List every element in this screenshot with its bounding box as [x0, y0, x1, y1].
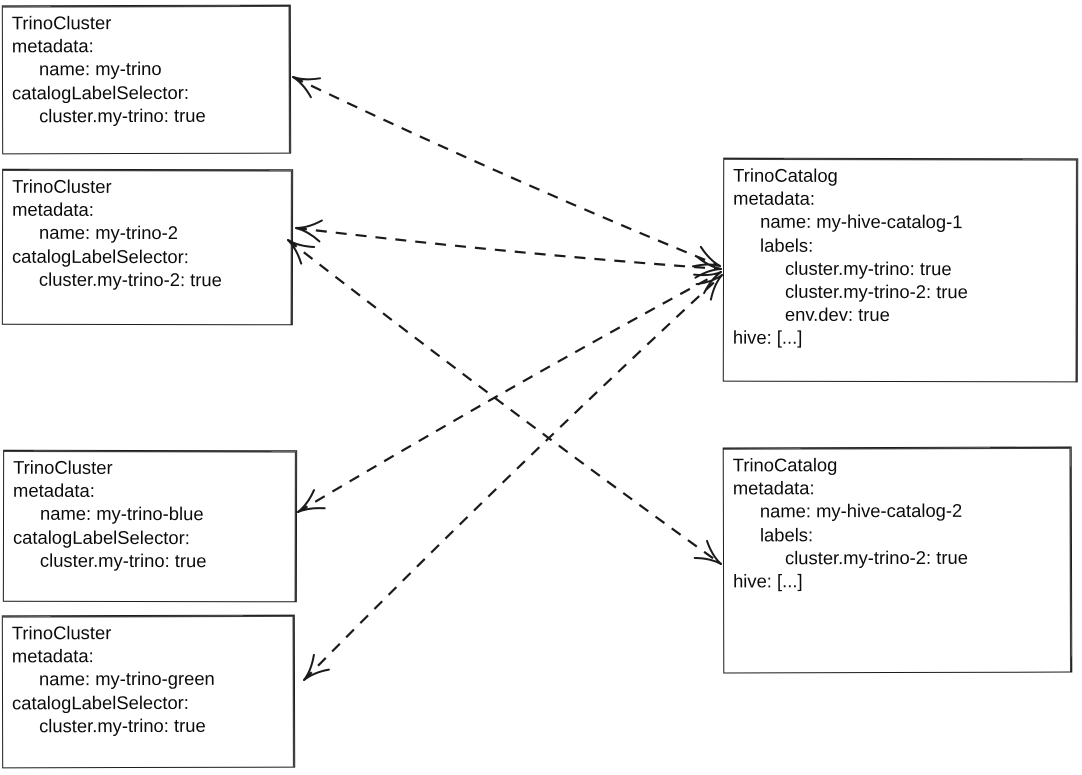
- yaml-line: metadata:: [11, 35, 94, 57]
- yaml-line: name: my-trino-blue: [40, 503, 204, 525]
- yaml-line: name: my-trino: [38, 58, 162, 80]
- yaml-line: env.dev: true: [784, 303, 890, 326]
- yaml-line: cluster.my-trino-2: true: [784, 280, 968, 303]
- yaml-line: cluster.my-trino: true: [39, 104, 206, 127]
- yaml-line: name: my-trino-green: [38, 668, 215, 690]
- arrow-my-trino-2-catalog2: [287, 239, 722, 565]
- yaml-line: cluster.my-trino: true: [39, 714, 206, 737]
- yaml-line: labels:: [759, 523, 814, 545]
- yaml-line: catalogLabelSelector:: [11, 245, 189, 267]
- arrow-catalog1-my-trino-blue: [297, 271, 722, 513]
- yaml-line: name: my-hive-catalog-1: [760, 211, 963, 233]
- resource-kind: TrinoCluster: [13, 456, 113, 478]
- arrow-catalog1-my-trino: [292, 76, 721, 268]
- arrow-catalog1-my-trino-green: [303, 274, 723, 681]
- yaml-line: cluster.my-trino-2: true: [784, 546, 968, 569]
- resource-kind: TrinoCluster: [11, 622, 112, 644]
- trino-cluster-my-trino-2-box: TrinoCluster metadata: name: my-trino-2 …: [1, 168, 294, 326]
- trino-cluster-my-trino-blue-box: TrinoCluster metadata: name: my-trino-bl…: [2, 449, 298, 603]
- yaml-line: name: my-trino-2: [39, 222, 179, 244]
- trino-catalog-my-hive-catalog-1-box: TrinoCatalog metadata: name: my-hive-cat…: [722, 157, 1079, 383]
- yaml-line: metadata:: [13, 479, 95, 502]
- yaml-line: catalogLabelSelector:: [12, 691, 189, 713]
- arrow-catalog1-my-trino-2: [295, 219, 722, 279]
- yaml-line: cluster.my-trino: true: [39, 549, 207, 571]
- yaml-line: catalogLabelSelector:: [12, 526, 190, 548]
- yaml-line: catalogLabelSelector:: [12, 81, 189, 103]
- trino-catalog-my-hive-catalog-2-box: TrinoCatalog metadata: name: my-hive-cat…: [722, 446, 1073, 674]
- resource-kind: TrinoCluster: [11, 12, 112, 34]
- resource-kind: TrinoCatalog: [733, 164, 838, 186]
- resource-kind: TrinoCluster: [12, 175, 112, 197]
- yaml-line: metadata:: [732, 477, 815, 499]
- trino-cluster-my-trino-green-box: TrinoCluster metadata: name: my-trino-gr…: [1, 614, 296, 769]
- trino-cluster-my-trino-box: TrinoCluster metadata: name: my-trino ca…: [1, 4, 292, 155]
- yaml-line: metadata:: [12, 198, 94, 221]
- resource-kind: TrinoCatalog: [732, 454, 838, 476]
- yaml-line: labels:: [760, 234, 814, 256]
- yaml-line: metadata:: [733, 187, 815, 210]
- yaml-line: cluster.my-trino-2: true: [38, 268, 222, 290]
- yaml-line: name: my-hive-catalog-2: [759, 500, 963, 522]
- yaml-line: hive: [...]: [732, 326, 803, 349]
- yaml-line: cluster.my-trino: true: [784, 257, 952, 279]
- yaml-line: metadata:: [11, 645, 94, 667]
- yaml-line: hive: [...]: [733, 570, 803, 592]
